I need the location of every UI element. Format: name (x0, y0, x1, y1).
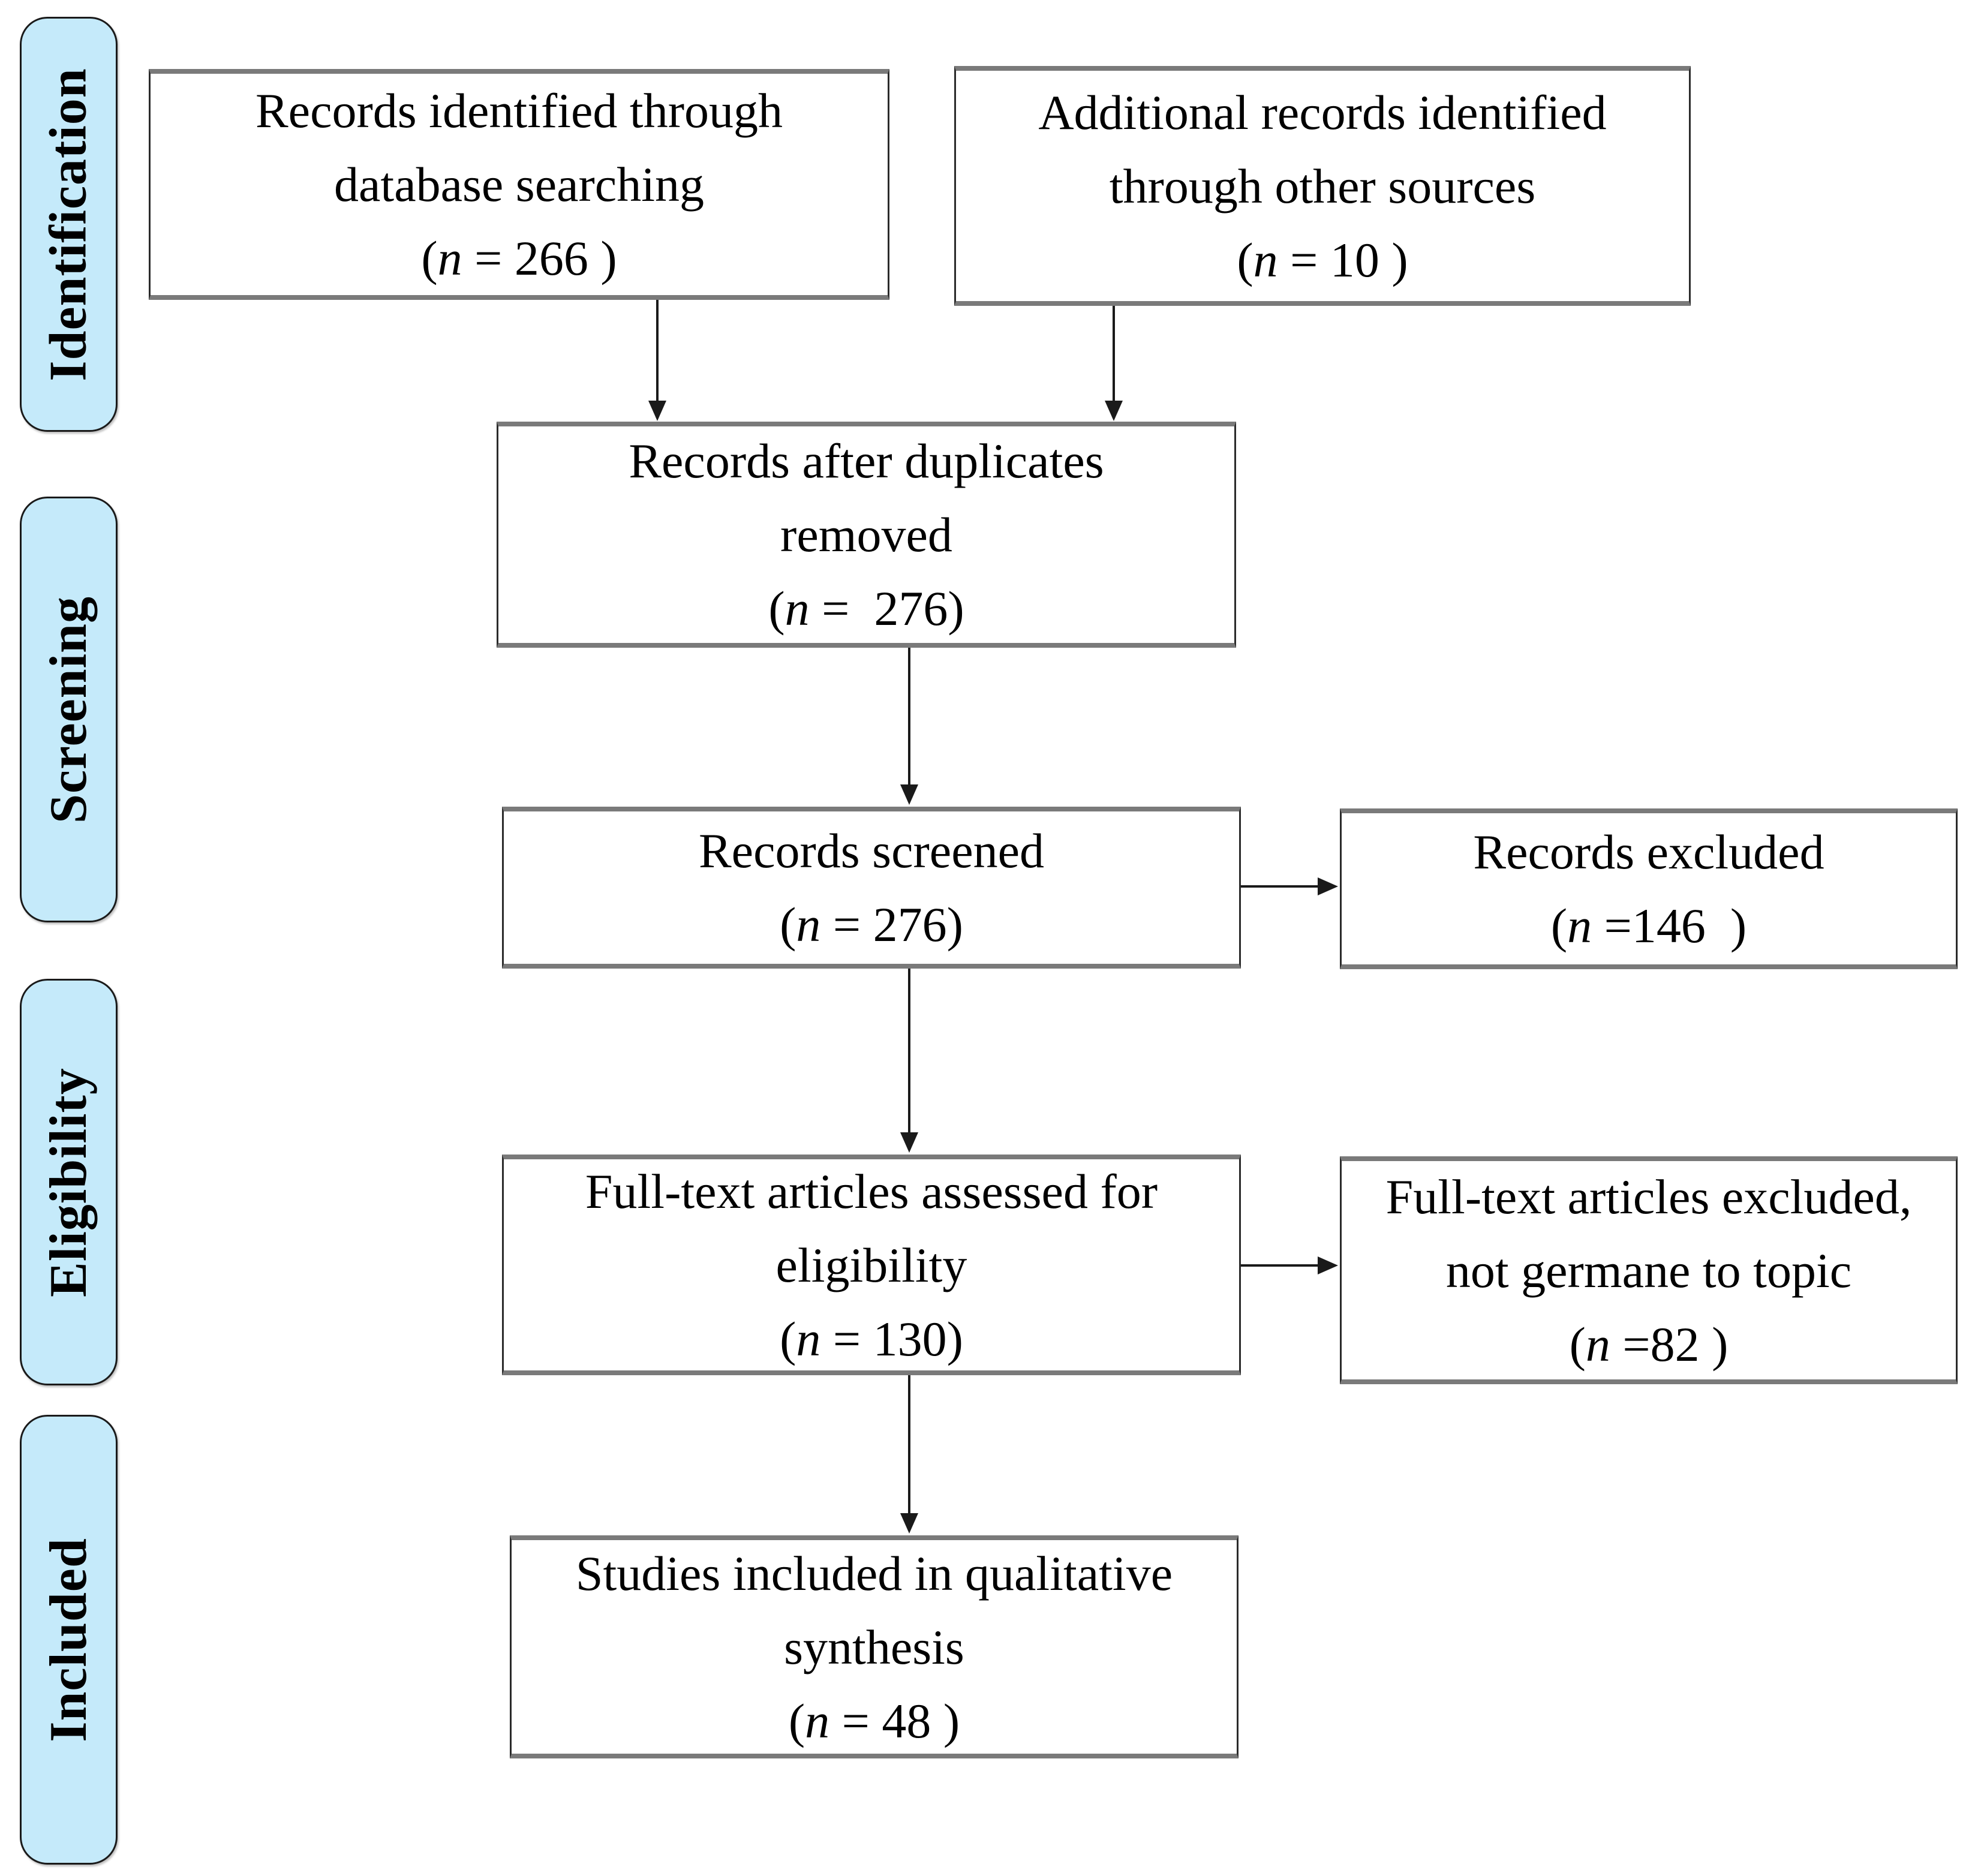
fulltext-to-fulltext-excluded-arrow (1241, 1256, 1338, 1274)
stage-included: Included (20, 1415, 118, 1865)
box-fulltext-excluded: Full-text articles excluded, not germane… (1340, 1156, 1958, 1384)
count-open: ( (1569, 1316, 1586, 1372)
additional-to-deduplicated-arrow (1105, 306, 1123, 421)
box-records-screened-label: Records screened (698, 823, 1044, 878)
box-records-excluded-label: Records excluded (1473, 825, 1824, 879)
box-studies-included: Studies included in qualitative synthesi… (510, 1535, 1238, 1758)
count-open: ( (421, 231, 438, 285)
count-open: ( (780, 1311, 796, 1366)
count-n: n (1253, 232, 1278, 287)
count-open: ( (768, 581, 785, 636)
count-n: n (796, 897, 821, 952)
box-fulltext-excluded-count: (n =82 ) (1570, 1307, 1729, 1381)
box-duplicates-removed-count: (n = 276) (768, 572, 964, 645)
box-records-identified-label: Records identified through database sear… (255, 83, 783, 212)
deduplicated-to-screened-arrow (900, 648, 918, 805)
box-records-identified: Records identified through database sear… (149, 69, 889, 300)
count-close: = 266 ) (462, 231, 617, 285)
count-n: n (805, 1693, 830, 1748)
box-duplicates-removed-label: Records after duplicates removed (629, 434, 1104, 562)
screened-to-excluded-arrow (1241, 877, 1338, 895)
count-close: = 276) (809, 581, 964, 636)
box-studies-included-label: Studies included in qualitative synthesi… (575, 1546, 1173, 1674)
count-close: = 10 ) (1277, 232, 1408, 287)
count-n: n (796, 1311, 821, 1366)
box-fulltext-assessed-label: Full-text articles assessed for eligibil… (585, 1164, 1158, 1292)
identified-to-deduplicated-arrow (648, 300, 666, 421)
fulltext-to-included-arrow (900, 1375, 918, 1534)
count-close: = 48 ) (829, 1693, 960, 1748)
box-fulltext-assessed-count: (n = 130) (780, 1302, 963, 1376)
count-n: n (1585, 1316, 1610, 1372)
stage-identification: Identification (20, 17, 118, 432)
box-additional-records: Additional records identified through ot… (954, 66, 1691, 306)
count-close: =82 ) (1610, 1316, 1729, 1372)
box-additional-records-count: (n = 10 ) (1237, 223, 1408, 297)
box-records-screened: Records screened (n = 276) (502, 807, 1241, 969)
count-open: ( (1550, 898, 1568, 953)
box-records-identified-count: (n = 266 ) (421, 221, 617, 295)
count-n: n (437, 231, 462, 285)
count-close: = 130) (820, 1311, 963, 1366)
count-n: n (784, 581, 810, 636)
box-records-excluded: Records excluded (n =146 ) (1340, 808, 1958, 969)
box-records-excluded-count: (n =146 ) (1551, 889, 1746, 963)
stage-eligibility-label: Eligibility (40, 1067, 98, 1297)
stage-included-label: Included (40, 1537, 98, 1742)
stage-identification-label: Identification (40, 67, 98, 381)
stage-eligibility: Eligibility (20, 979, 118, 1385)
box-fulltext-excluded-label: Full-text articles excluded, not germane… (1385, 1169, 1912, 1298)
box-records-screened-count: (n = 276) (780, 888, 963, 961)
stage-screening: Screening (20, 497, 118, 922)
count-open: ( (788, 1693, 805, 1748)
screened-to-fulltext-arrow (900, 969, 918, 1153)
count-n: n (1567, 898, 1592, 953)
box-duplicates-removed: Records after duplicates removed (n = 27… (497, 422, 1236, 648)
box-additional-records-label: Additional records identified through ot… (1038, 85, 1607, 214)
count-close: =146 ) (1592, 898, 1747, 953)
box-studies-included-count: (n = 48 ) (789, 1684, 960, 1758)
count-open: ( (1237, 232, 1253, 287)
stage-screening-label: Screening (40, 596, 98, 823)
count-open: ( (780, 897, 796, 952)
count-close: = 276) (820, 897, 963, 952)
box-fulltext-assessed: Full-text articles assessed for eligibil… (502, 1155, 1241, 1375)
